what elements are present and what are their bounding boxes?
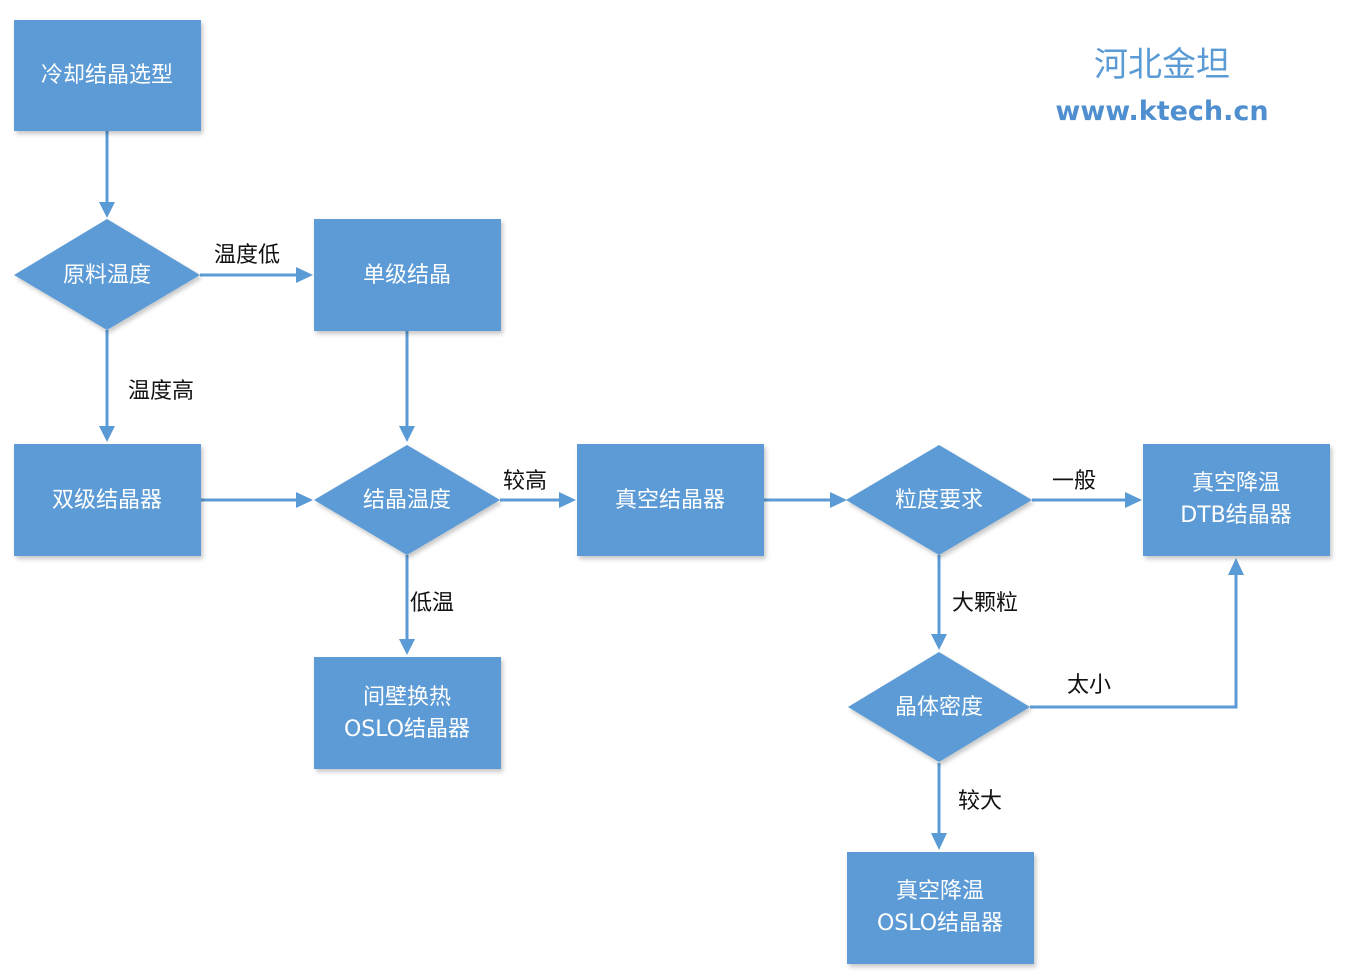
node-start-label: 冷却结晶选型 [41,63,173,88]
edge-double-cryst [201,492,313,508]
edge-label-density-dtb: 太小 [1067,673,1111,698]
edge-label-cryst-oslo: 低温 [410,591,454,616]
edge-label-density-oslo: 较大 [958,789,1002,814]
node-oslo-vacuum-label-line1: 真空降温 [896,879,984,904]
edge-density-dtb: 太小 [1030,558,1244,709]
edge-gran-density: 大颗粒 [931,555,1018,650]
node-oslo-vacuum-label-line2: OSLO结晶器 [877,911,1003,936]
edge-label-gran-density: 大颗粒 [952,591,1018,616]
node-vacuum-label: 真空结晶器 [615,488,725,513]
node-oslo-wall-label-line2: OSLO结晶器 [344,717,470,742]
node-oslo-wall-label-line1: 间壁换热 [363,685,451,710]
node-oslo-vacuum: 真空降温 OSLO结晶器 [847,852,1034,964]
edge-vacuum-gran [764,492,847,508]
node-dtb-label-line2: DTB结晶器 [1180,503,1291,528]
edge-label-cryst-vacuum: 较高 [503,469,547,494]
node-crystal-density-label: 晶体密度 [895,695,983,720]
node-dtb: 真空降温 DTB结晶器 [1143,444,1330,556]
edge-density-oslo: 较大 [931,763,1002,850]
node-double-stage-label: 双级结晶器 [52,488,162,513]
edge-label-gran-dtb: 一般 [1052,469,1096,494]
node-granularity: 粒度要求 [846,445,1032,555]
edge-cryst-oslo: 低温 [399,555,454,655]
node-cryst-temp: 结晶温度 [314,445,500,555]
node-single-stage: 单级结晶 [314,219,501,331]
node-cryst-temp-label: 结晶温度 [363,488,451,513]
edge-label-feed-single: 温度低 [214,243,280,268]
edge-feed-double: 温度高 [99,330,194,442]
node-granularity-label: 粒度要求 [895,488,983,513]
edge-single-cryst [399,331,415,442]
edge-label-feed-double: 温度高 [128,379,194,404]
node-vacuum: 真空结晶器 [577,444,764,556]
node-crystal-density: 晶体密度 [848,652,1030,762]
node-feed-temp-label: 原料温度 [63,263,151,288]
edge-feed-single: 温度低 [200,243,313,283]
brand-url: www.ktech.cn [1055,96,1268,127]
node-single-stage-label: 单级结晶 [363,263,451,288]
edge-start-feed [99,131,115,218]
node-double-stage: 双级结晶器 [14,444,201,556]
node-oslo-wall: 间壁换热 OSLO结晶器 [314,657,501,769]
edge-gran-dtb: 一般 [1032,469,1142,508]
node-feed-temp: 原料温度 [14,219,200,330]
node-dtb-label-line1: 真空降温 [1192,471,1280,496]
node-start: 冷却结晶选型 [14,20,201,131]
brand-name: 河北金坦 [1094,45,1230,85]
edge-cryst-vacuum: 较高 [500,469,576,508]
